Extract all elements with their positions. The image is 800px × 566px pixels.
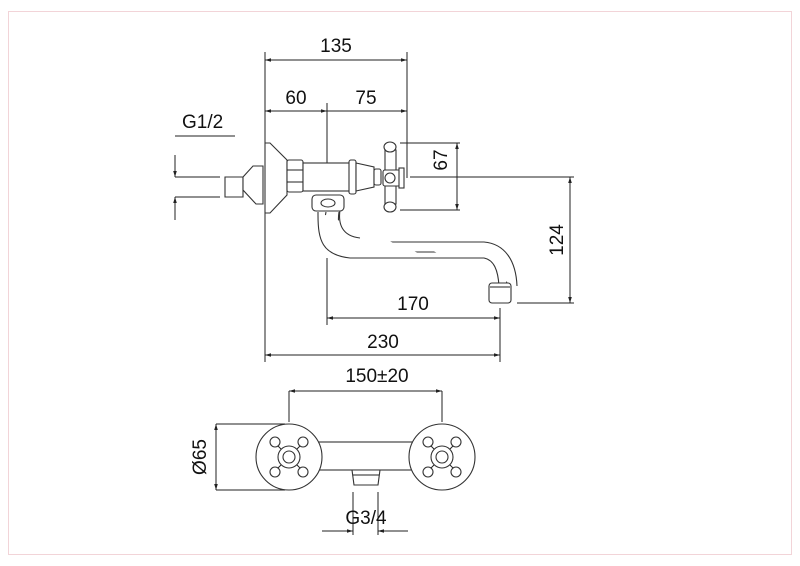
dimension-diameter-65: Ø65 — [190, 423, 285, 491]
dimension-label: G3/4 — [345, 508, 387, 529]
dimension-label: 230 — [367, 332, 399, 353]
faucet-top-view — [255, 423, 476, 491]
dimension-label: 124 — [547, 224, 568, 256]
dimension-150: 150±20 — [288, 366, 443, 422]
dimension-135: 135 — [265, 36, 407, 62]
dimension-230: 230 — [265, 332, 500, 357]
dimension-60-75: 60 75 — [265, 88, 407, 113]
page-frame — [8, 11, 792, 555]
dimension-170: 170 — [327, 294, 500, 320]
dimension-label: 150±20 — [345, 366, 408, 387]
dimension-g34: G3/4 — [322, 492, 408, 535]
rosette-right — [408, 423, 476, 491]
dimension-label: 170 — [397, 294, 429, 315]
dimension-label: 75 — [355, 88, 376, 109]
dimension-label: Ø65 — [190, 439, 211, 475]
rosette-left — [255, 423, 323, 491]
dimension-label: 60 — [285, 88, 306, 109]
dimension-label: G1/2 — [182, 112, 223, 133]
dimension-g12: G1/2 — [173, 112, 235, 220]
faucet-side-view — [224, 141, 518, 304]
dimension-label: 135 — [320, 36, 352, 57]
dimension-67: 67 — [400, 142, 460, 211]
dimension-label: 67 — [431, 149, 452, 170]
dimension-124: 124 — [410, 176, 574, 304]
